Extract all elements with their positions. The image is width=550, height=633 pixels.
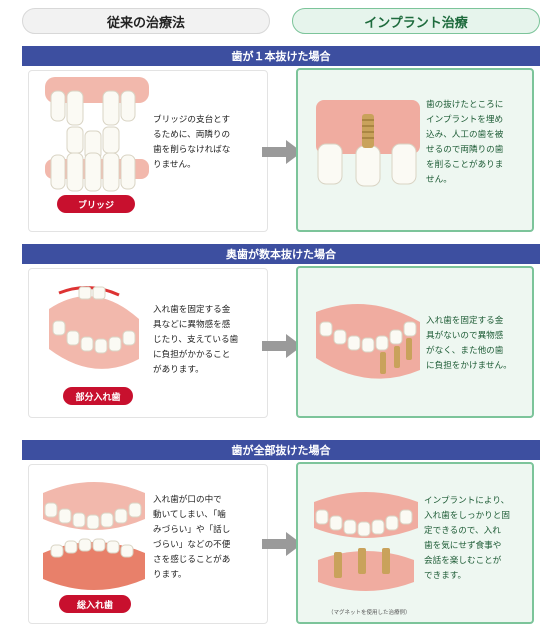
arrow-right-icon bbox=[262, 140, 302, 164]
arrow-right-icon bbox=[262, 334, 302, 358]
arrow-right-icon bbox=[262, 532, 302, 556]
partial-denture-illustration bbox=[49, 286, 139, 369]
section-2-right-panel: 入れ歯を固定する金 具がないので異物感 がなく、また他の歯 に負担をかけません。 bbox=[296, 266, 534, 418]
section-1-left-panel: ブリッジの支台とす るために、両隣りの 歯を削らなければな りません。 ブリッジ bbox=[28, 70, 268, 232]
full-denture-description: 入れ歯が口の中で 動いてしまい、「噛 みづらい」や「話し づらい」などの不便 さ… bbox=[153, 495, 231, 580]
single-implant-illustration bbox=[316, 100, 420, 187]
section-1-band: 歯が１本抜けた場合 bbox=[22, 46, 540, 66]
partial-denture-label: 部分入れ歯 bbox=[63, 387, 133, 405]
implant-treatment-header: インプラント治療 bbox=[292, 8, 540, 34]
partial-implant-description: 入れ歯を固定する金 具がないので異物感 がなく、また他の歯 に負担をかけません。 bbox=[426, 316, 512, 371]
full-denture-illustration bbox=[43, 482, 145, 590]
conventional-treatment-header: 従来の治療法 bbox=[22, 8, 270, 34]
magnet-caption: （マグネットを使用した治療例） bbox=[328, 610, 411, 616]
full-implant-illustration bbox=[314, 492, 418, 591]
section-2-band: 奥歯が数本抜けた場合 bbox=[22, 244, 540, 264]
section-3-band: 歯が全部抜けた場合 bbox=[22, 440, 540, 460]
bridge-description: ブリッジの支台とす るために、両隣りの 歯を削らなければな りません。 bbox=[153, 115, 231, 170]
section-3-left-panel: 入れ歯が口の中で 動いてしまい、「噛 みづらい」や「話し づらい」などの不便 さ… bbox=[28, 464, 268, 624]
full-implant-description: インプラントにより、 入れ歯をしっかりと固 定できるので、入れ 歯を気にせず食事… bbox=[424, 496, 510, 581]
section-2-left-panel: 入れ歯を固定する金 具などに異物感を感 じたり、支えている歯 に負担がかかること… bbox=[28, 268, 268, 418]
bridge-teeth-illustration bbox=[45, 77, 149, 192]
single-implant-description: 歯の抜けたところに インプラントを埋め 込み、人工の歯を被 せるので両隣りの歯 … bbox=[426, 100, 504, 185]
full-denture-label: 総入れ歯 bbox=[59, 595, 131, 613]
partial-denture-description: 入れ歯を固定する金 具などに異物感を感 じたり、支えている歯 に負担がかかること… bbox=[153, 305, 239, 375]
partial-implant-illustration bbox=[316, 304, 420, 379]
section-1-right-panel: 歯の抜けたところに インプラントを埋め 込み、人工の歯を被 せるので両隣りの歯 … bbox=[296, 68, 534, 232]
bridge-label: ブリッジ bbox=[57, 195, 135, 213]
section-3-right-panel: インプラントにより、 入れ歯をしっかりと固 定できるので、入れ 歯を気にせず食事… bbox=[296, 462, 534, 624]
